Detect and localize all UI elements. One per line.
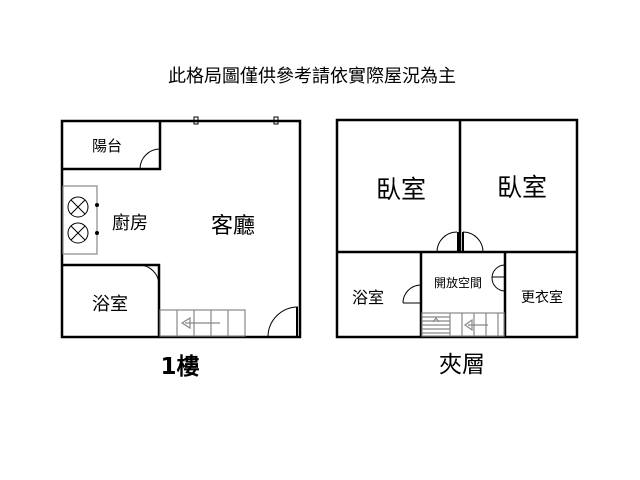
mezzanine-label: 夾層 (439, 352, 485, 378)
window-marker (193, 116, 199, 125)
room-label-balcony: 陽台 (92, 137, 122, 155)
kitchen-counter (62, 185, 98, 255)
door-arc (491, 264, 506, 292)
room-label-bathroom: 浴室 (352, 288, 384, 307)
balcony-wall (62, 121, 162, 171)
door-arc (436, 231, 484, 253)
door-arc (138, 264, 160, 286)
room-label-living: 客廳 (211, 214, 255, 239)
room-label-bedroom-1: 臥室 (376, 175, 426, 204)
room-label-bedroom-2: 臥室 (497, 173, 547, 202)
room-label-dressing-room: 更衣室 (521, 289, 563, 306)
entrance-door-arc (267, 306, 299, 338)
bathroom-wall (62, 263, 161, 337)
floor1-outer-wall (60, 119, 302, 339)
room-label-kitchen: 廚房 (112, 212, 148, 234)
mezzanine-plan: 臥室 臥室 浴室 開放空間 更衣室 (335, 118, 579, 339)
mezzanine-outer-wall (335, 118, 579, 339)
room-label-bathroom: 浴室 (92, 294, 128, 315)
stove-burner-icon (67, 196, 99, 244)
staircase (421, 312, 505, 337)
floor1-plan: 陽台 廚房 客廳 浴室 (60, 116, 302, 339)
door-arc (139, 148, 161, 170)
door-arc (402, 284, 422, 304)
room-label-open-space: 開放空間 (434, 275, 482, 290)
disclaimer-title: 此格局圖僅供參考請依實際屋況為主 (168, 66, 456, 87)
staircase (159, 309, 246, 337)
window-marker (273, 116, 279, 125)
floor1-label: 1樓 (160, 354, 199, 380)
